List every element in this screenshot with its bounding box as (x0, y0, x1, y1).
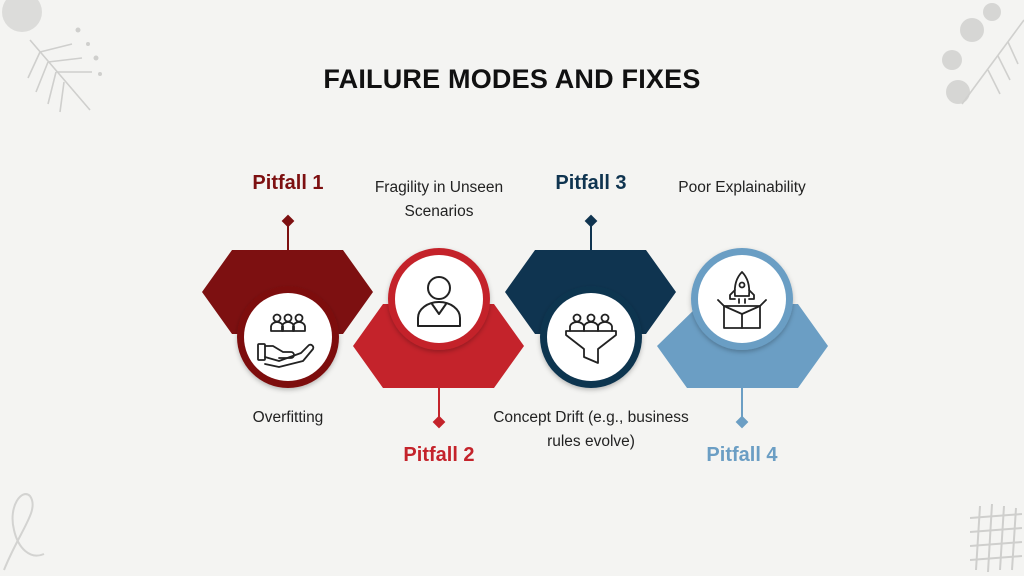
pitfall-2-label: Pitfall 2 (403, 444, 475, 466)
scribble-decoration-bottom-left (3, 493, 45, 571)
pitfall-3-connector (584, 214, 598, 250)
hand-people-icon (257, 313, 315, 368)
grid-decoration-bottom-right (970, 503, 1023, 573)
leaf-decoration-top-right (942, 3, 1024, 105)
pitfall-3-description: Concept Drift (e.g., business rules evol… (493, 409, 689, 450)
pitfall-4-connector (735, 388, 749, 429)
pitfall-4-icon-badge (691, 248, 793, 350)
pitfall-4-description: Poor Explainability (678, 179, 806, 196)
leaf-decoration-top-left (2, 0, 102, 113)
pitfall-2-connector (432, 388, 446, 429)
rocket-box-icon (717, 271, 767, 329)
pitfall-4-label: Pitfall 4 (706, 444, 778, 466)
pitfall-3-label: Pitfall 3 (555, 172, 627, 194)
funnel-people-icon (565, 313, 617, 364)
pitfall-3-icon-badge (540, 286, 642, 388)
pitfall-1-label: Pitfall 1 (252, 172, 324, 194)
pitfall-1-connector (281, 214, 295, 250)
pitfall-1-description: Overfitting (252, 409, 324, 426)
pitfall-2-description: Fragility in Unseen Scenarios (374, 179, 504, 220)
pitfall-1-icon-badge (237, 286, 339, 388)
person-icon (417, 276, 461, 327)
page-title: FAILURE MODES AND FIXES (323, 64, 701, 94)
